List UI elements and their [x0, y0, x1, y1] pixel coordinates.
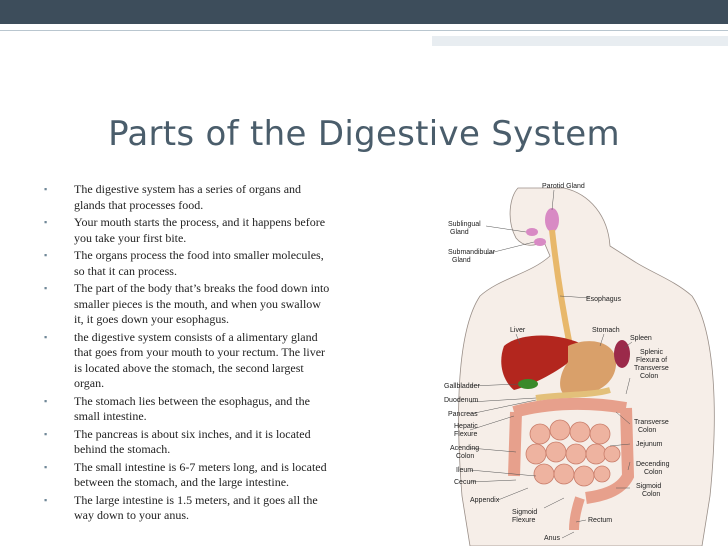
- bullet-text-line: The digestive system has a series of org…: [74, 182, 302, 196]
- bullet-marker: ▪: [44, 283, 48, 293]
- top-accent-band: [432, 36, 728, 46]
- diagram-svg: Parotid Gland Sublingual Gland Submandib…: [444, 183, 715, 547]
- top-bar: [0, 0, 728, 24]
- bullet-text-line: The large intestine is 1.5 meters, and i…: [74, 492, 318, 507]
- bullet-marker: ▪: [44, 217, 48, 227]
- bullet-text-line: it, it goes down your esophagus.: [74, 312, 229, 326]
- label-gallbladder: Gallbladder: [444, 383, 480, 390]
- bullet-text-line: The stomach lies between the esophagus, …: [74, 393, 310, 408]
- label-splenic-flexure-1: Splenic: [640, 349, 663, 356]
- slide-title: Parts of the Digestive System: [108, 114, 620, 154]
- bullet-text-line: The part of the body that’s breaks the f…: [74, 281, 330, 295]
- bullet-text-line: way down to your anus.: [74, 508, 189, 522]
- pancreas-shape: [535, 387, 611, 401]
- bullet-item: ▪ The small intestine is 6-7 meters long,…: [44, 460, 364, 491]
- bullet-marker: ▪: [44, 428, 48, 439]
- label-cecum: Cecum: [454, 479, 476, 486]
- bullet-text-line: you take your first bite.: [74, 230, 187, 245]
- label-decending-colon-1: Decending: [636, 461, 670, 468]
- bullet-item: ▪ The pancreas is about six inches, and i…: [44, 427, 364, 458]
- label-sigmoid-colon-2: Colon: [642, 491, 660, 498]
- ascending-colon-shape: [508, 411, 522, 477]
- label-sublingual-gland-1: Sublingual: [448, 221, 481, 228]
- bullet-text-line: The pancreas is about six inches, and it…: [74, 426, 311, 441]
- label-appendix: Appendix: [470, 497, 500, 504]
- top-divider: [0, 30, 728, 31]
- digestive-system-diagram: Parotid Gland Sublingual Gland Submandib…: [440, 176, 728, 547]
- transverse-colon-shape: [512, 397, 627, 418]
- bullet-text-line: Your mouth starts the process, and it ha…: [74, 215, 326, 229]
- rectum-shape: [569, 496, 585, 531]
- label-splenic-flexure-3: Transverse: [634, 365, 669, 372]
- label-liver: Liver: [510, 327, 526, 334]
- bullet-text-line: small intestine.: [74, 409, 147, 423]
- bullet-text-line: The small intestine is 6-7 meters long, …: [74, 459, 327, 474]
- label-jejunum: Jejunum: [636, 441, 663, 448]
- label-acending-colon-2: Colon: [456, 453, 474, 460]
- label-ileum: Ileum: [456, 467, 473, 474]
- label-hepatic-flexure-2: Flexure: [454, 431, 477, 438]
- label-submandibular-gland-2: Gland: [452, 257, 471, 264]
- label-decending-colon-2: Colon: [644, 469, 662, 476]
- label-sigmoid-flexure-2: Flexure: [512, 517, 535, 524]
- bullet-item: ▪ The part of the body that’s breaks the …: [44, 281, 364, 328]
- label-sigmoid-colon-1: Sigmoid: [636, 483, 661, 490]
- esophagus-shape: [549, 229, 573, 347]
- liver-shape: [501, 335, 586, 390]
- parotid-gland-shape: [545, 208, 559, 232]
- bullet-text-line: organ.: [74, 376, 105, 390]
- label-transverse-colon-2: Colon: [638, 427, 656, 434]
- bullet-marker: ▪: [44, 395, 48, 406]
- bullet-item: ▪ The digestive system has a series of or…: [44, 182, 364, 213]
- bullet-item: ▪ The large intestine is 1.5 meters, and …: [44, 493, 364, 524]
- bullet-text-line: is located above the stomach, the second…: [74, 360, 304, 375]
- label-hepatic-flexure-1: Hepatic: [454, 423, 478, 430]
- bullet-marker: ▪: [44, 331, 48, 342]
- label-spleen: Spleen: [630, 335, 652, 342]
- bullet-text-line: so that it can process.: [74, 263, 177, 278]
- label-splenic-flexure-2: Flexura of: [636, 357, 667, 364]
- bullet-text-line: The organs process the food into smaller…: [74, 248, 324, 262]
- small-intestine-shape: [525, 419, 621, 487]
- label-pancreas: Pancreas: [448, 411, 478, 418]
- sublingual-gland-shape: [526, 228, 538, 236]
- label-esophagus: Esophagus: [586, 296, 622, 303]
- spleen-shape: [614, 340, 630, 368]
- bullet-list: ▪ The digestive system has a series of or…: [44, 182, 364, 526]
- bullet-text-line: glands that processes food.: [74, 197, 204, 212]
- bullet-text-line: between the stomach, and the large intes…: [74, 475, 290, 489]
- label-splenic-flexure-4: Colon: [640, 373, 658, 380]
- bullet-text-line: smaller pieces is the mouth, and when yo…: [74, 296, 321, 311]
- gallbladder-shape: [518, 379, 538, 389]
- descending-colon-shape: [585, 407, 635, 504]
- bullet-item: ▪ The organs process the food into smalle…: [44, 248, 364, 279]
- leader-lines: [469, 189, 633, 539]
- label-duodenum: Duodenum: [444, 397, 478, 404]
- label-sigmoid-flexure-1: Sigmoid: [512, 509, 537, 516]
- bullet-item: ▪ The stomach lies between the esophagus,…: [44, 394, 364, 425]
- bullet-marker: ▪: [44, 461, 48, 472]
- label-anus: Anus: [544, 535, 560, 542]
- label-transverse-colon-1: Transverse: [634, 419, 669, 426]
- label-acending-colon-1: Acending: [450, 445, 479, 452]
- bullet-marker: ▪: [44, 184, 48, 194]
- submandibular-gland-shape: [534, 238, 546, 246]
- label-submandibular-gland-1: Submandibular: [448, 249, 496, 256]
- label-stomach: Stomach: [592, 327, 620, 334]
- bullet-item: ▪ Your mouth starts the process, and it h…: [44, 215, 364, 246]
- bullet-text-line: behind the stomach.: [74, 442, 171, 456]
- bullet-text-line: the digestive system consists of a alime…: [74, 329, 318, 344]
- bullet-marker: ▪: [44, 250, 48, 260]
- label-sublingual-gland-2: Gland: [450, 229, 469, 236]
- bullet-text-line: that goes from your mouth to your rectum…: [74, 345, 326, 359]
- label-rectum: Rectum: [588, 517, 612, 524]
- bullet-marker: ▪: [44, 494, 48, 505]
- bullet-item: ▪ the digestive system consists of a alim…: [44, 330, 364, 392]
- label-parotid-gland: Parotid Gland: [542, 183, 585, 190]
- stomach-shape: [560, 341, 617, 397]
